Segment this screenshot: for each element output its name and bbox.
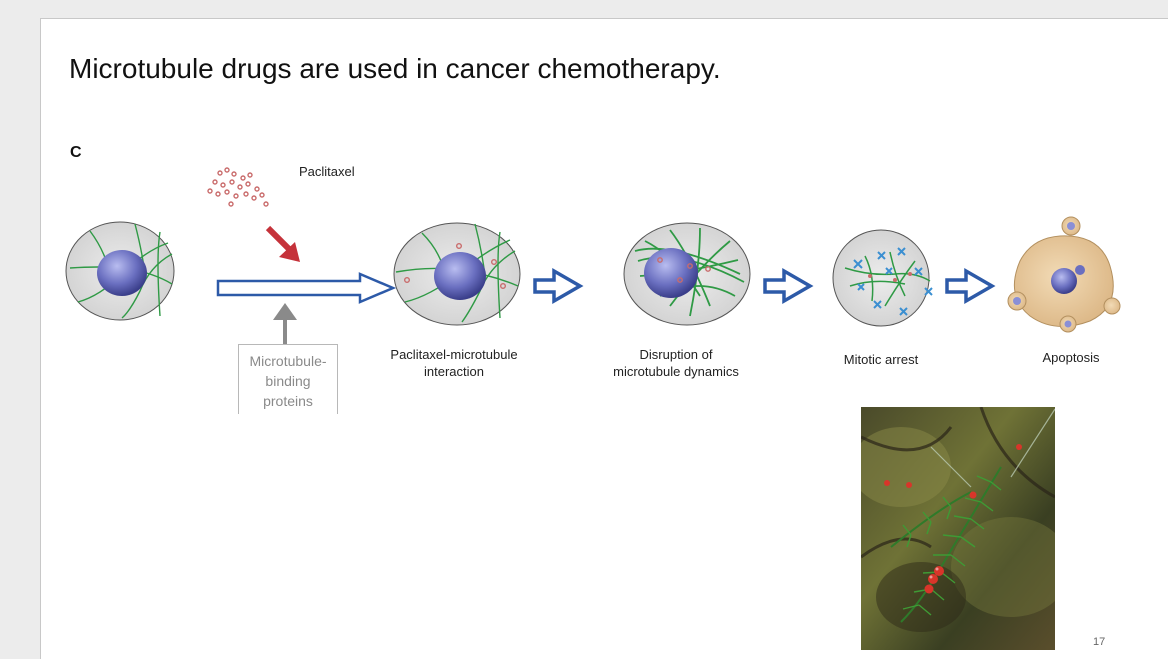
stage-label-apoptosis: Apoptosis	[1042, 350, 1100, 365]
red-arrow	[265, 225, 300, 262]
cell-paclitaxel-bound	[393, 222, 521, 326]
slide-title: Microtubule drugs are used in cancer che…	[69, 53, 721, 84]
cell-interphase	[65, 221, 175, 321]
cell-mitotic-arrest	[832, 229, 933, 327]
binding-proteins-box: Microtubule- binding proteins	[238, 344, 338, 414]
panel-letter: C	[70, 144, 82, 161]
paclitaxel-molecules	[207, 167, 269, 207]
cell-apoptosis	[1007, 216, 1121, 333]
mechanism-diagram	[65, 167, 1121, 346]
paclitaxel-label: Paclitaxel	[299, 164, 355, 179]
arrow-2	[533, 267, 584, 305]
yew-branch-photo	[861, 407, 1055, 650]
slide: Microtubule drugs are used in cancer che…	[40, 18, 1168, 659]
stage-label-mitotic-arrest: Mitotic arrest	[843, 352, 919, 367]
arrow-4	[945, 267, 996, 305]
main-arrow	[216, 272, 397, 304]
arrow-3	[763, 267, 814, 305]
cell-disrupted	[623, 222, 751, 326]
page-number: 17	[1093, 636, 1106, 648]
gray-arrow	[273, 303, 297, 346]
